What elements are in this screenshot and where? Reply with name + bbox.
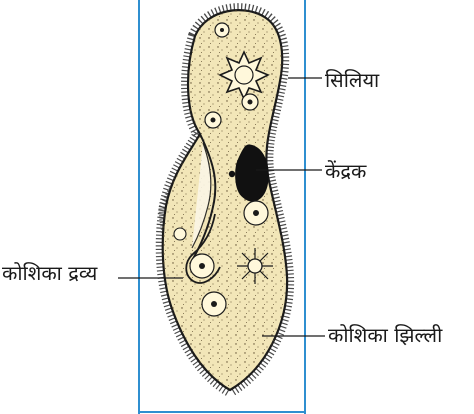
- contractile-vacuole-top: [220, 52, 268, 99]
- label-cell-membrane: कोशिका झिल्ली: [328, 323, 442, 347]
- contractile-vacuole-bottom: [237, 248, 273, 284]
- label-cytoplasm: कोशिका द्रव्य: [2, 261, 97, 285]
- label-cilia: सिलिया: [325, 68, 379, 92]
- label-nucleus: केंद्रक: [325, 159, 366, 183]
- micronucleus: [229, 171, 235, 177]
